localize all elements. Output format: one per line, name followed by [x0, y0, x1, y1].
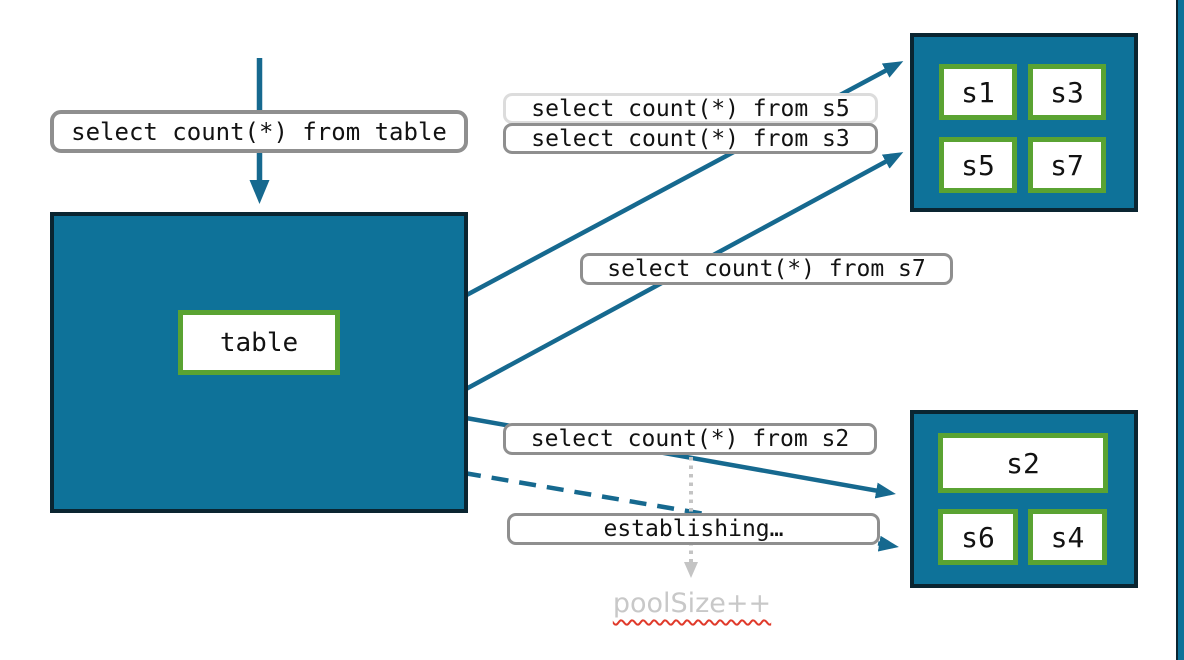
query-label-from-table: select count(*) from table: [50, 110, 468, 153]
query-label-from-s7: select count(*) from s7: [580, 253, 953, 285]
query-label-from-s5: select count(*) from s5: [503, 93, 878, 124]
table-node-label-box: table: [178, 310, 340, 375]
query-label-from-s2: select count(*) from s2: [503, 423, 877, 455]
shard-node-s7: s7: [1028, 137, 1106, 193]
shard-node-s6: s6: [938, 509, 1018, 565]
shard-node-s5: s5: [939, 137, 1017, 193]
poolsize-note: poolSize++: [612, 588, 772, 619]
shard-group-top: s1 s3 s5 s7: [910, 33, 1138, 212]
query-label-from-s3: select count(*) from s3: [503, 123, 878, 154]
shard-node-s1: s1: [939, 64, 1017, 120]
arrow-table-to-bottom-shards-dashed: [463, 470, 899, 552]
shard-node-s4: s4: [1028, 509, 1107, 565]
next-slide-edge: [1176, 0, 1184, 660]
shard-group-bottom: s2 s6 s4: [910, 410, 1138, 588]
shard-node-s3: s3: [1028, 64, 1106, 120]
status-label-establishing: establishing…: [507, 513, 880, 545]
table-node: table: [50, 212, 468, 513]
shard-node-s2: s2: [938, 433, 1108, 493]
